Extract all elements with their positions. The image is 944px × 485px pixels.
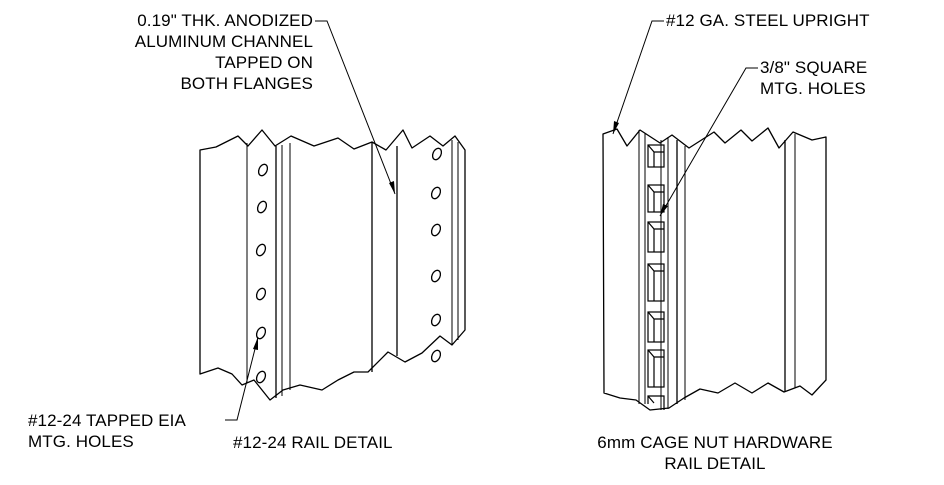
right-detail-title-line-2: RAIL DETAIL [664, 454, 766, 473]
leader-lines [225, 20, 758, 421]
cage-nut-rail-outline [602, 127, 827, 411]
square-holes-callout-line-1: 3/8" SQUARE [760, 58, 868, 77]
left-detail-title: #12-24 RAIL DETAIL [233, 433, 393, 452]
channel-callout: 0.19" THK. ANODIZED ALUMINUM CHANNEL TAP… [135, 10, 313, 94]
tapped-holes-left-flange [255, 163, 269, 384]
right-detail-title-line-1: 6mm CAGE NUT HARDWARE [597, 433, 833, 452]
square-mounting-holes [647, 144, 665, 410]
tapped-holes-right-flange [430, 147, 443, 363]
right-detail-title: 6mm CAGE NUT HARDWARE RAIL DETAIL [560, 432, 870, 474]
channel-callout-line-1: 0.19" THK. ANODIZED [137, 11, 313, 30]
channel-callout-line-3: TAPPED ON [215, 53, 313, 72]
channel-callout-line-2: ALUMINUM CHANNEL [134, 32, 313, 51]
square-holes-callout-line-2: MTG. HOLES [760, 79, 866, 98]
cage-nut-rail-illustration [602, 127, 827, 411]
tapped-holes-callout-line-1: #12-24 TAPPED EIA [28, 411, 186, 430]
tapped-rail-outline [199, 129, 466, 401]
upright-callout: #12 GA. STEEL UPRIGHT [666, 11, 870, 30]
tapped-holes-callout-line-2: MTG. HOLES [28, 432, 134, 451]
tapped-rail-illustration [199, 129, 466, 401]
tapped-holes-callout: #12-24 TAPPED EIA MTG. HOLES [28, 410, 186, 452]
channel-callout-line-4: BOTH FLANGES [180, 74, 313, 93]
square-holes-callout: 3/8" SQUARE MTG. HOLES [760, 57, 867, 99]
